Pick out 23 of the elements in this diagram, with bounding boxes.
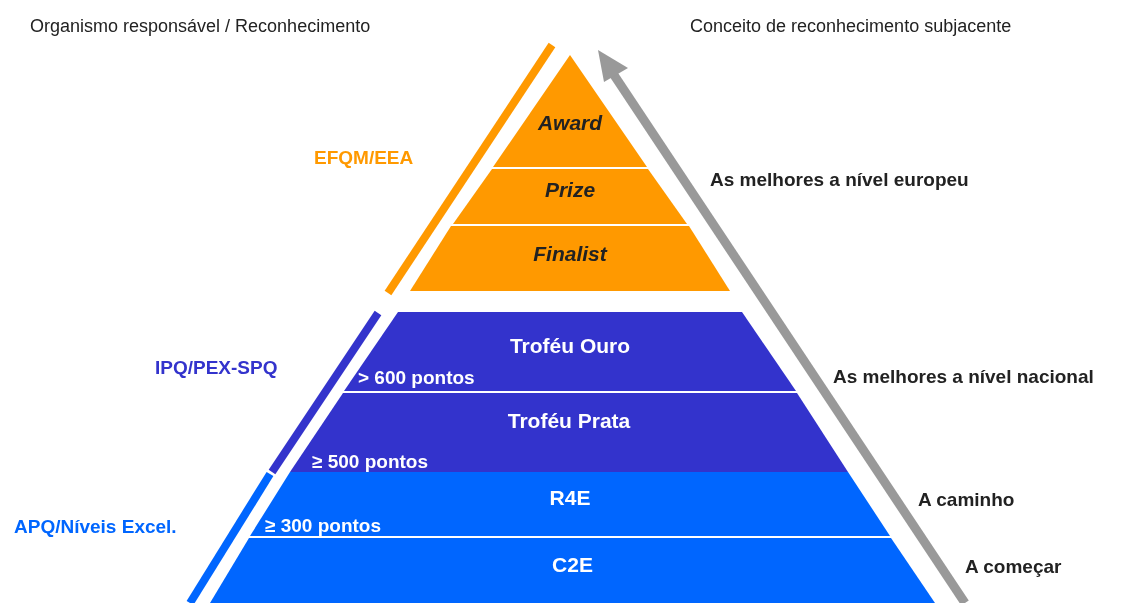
- tier-note: A começar: [965, 556, 1062, 578]
- tier-note: A caminho: [918, 489, 1015, 511]
- tier-note: As melhores a nível europeu: [710, 169, 969, 191]
- tier-note: ≥ 500 pontos: [312, 451, 428, 473]
- tier-note: IPQ/PEX-SPQ: [155, 357, 278, 379]
- tier-label: Troféu Ouro: [508, 334, 632, 358]
- column-heading: Conceito de reconhecimento subjacente: [690, 16, 1012, 37]
- tier-note: ≥ 300 pontos: [265, 515, 381, 537]
- pyramid-tier: [210, 538, 935, 603]
- tier-label: C2E: [551, 553, 594, 577]
- tier-label: Finalist: [532, 242, 609, 266]
- tier-label: Prize: [543, 178, 597, 202]
- tier-note: As melhores a nível nacional: [833, 366, 1094, 388]
- tier-label: R4E: [548, 486, 592, 510]
- tier-label: Award: [536, 111, 604, 135]
- tier-note: APQ/Níveis Excel.: [14, 516, 177, 538]
- pyramid-tier: [453, 169, 687, 224]
- pyramid-tier: [250, 472, 890, 536]
- tier-label: Troféu Prata: [506, 409, 632, 433]
- column-heading: Organismo responsável / Reconhecimento: [30, 16, 371, 37]
- tier-note: EFQM/EEA: [314, 147, 414, 169]
- pyramid-tier: [410, 226, 730, 291]
- tier-note: > 600 pontos: [358, 367, 475, 389]
